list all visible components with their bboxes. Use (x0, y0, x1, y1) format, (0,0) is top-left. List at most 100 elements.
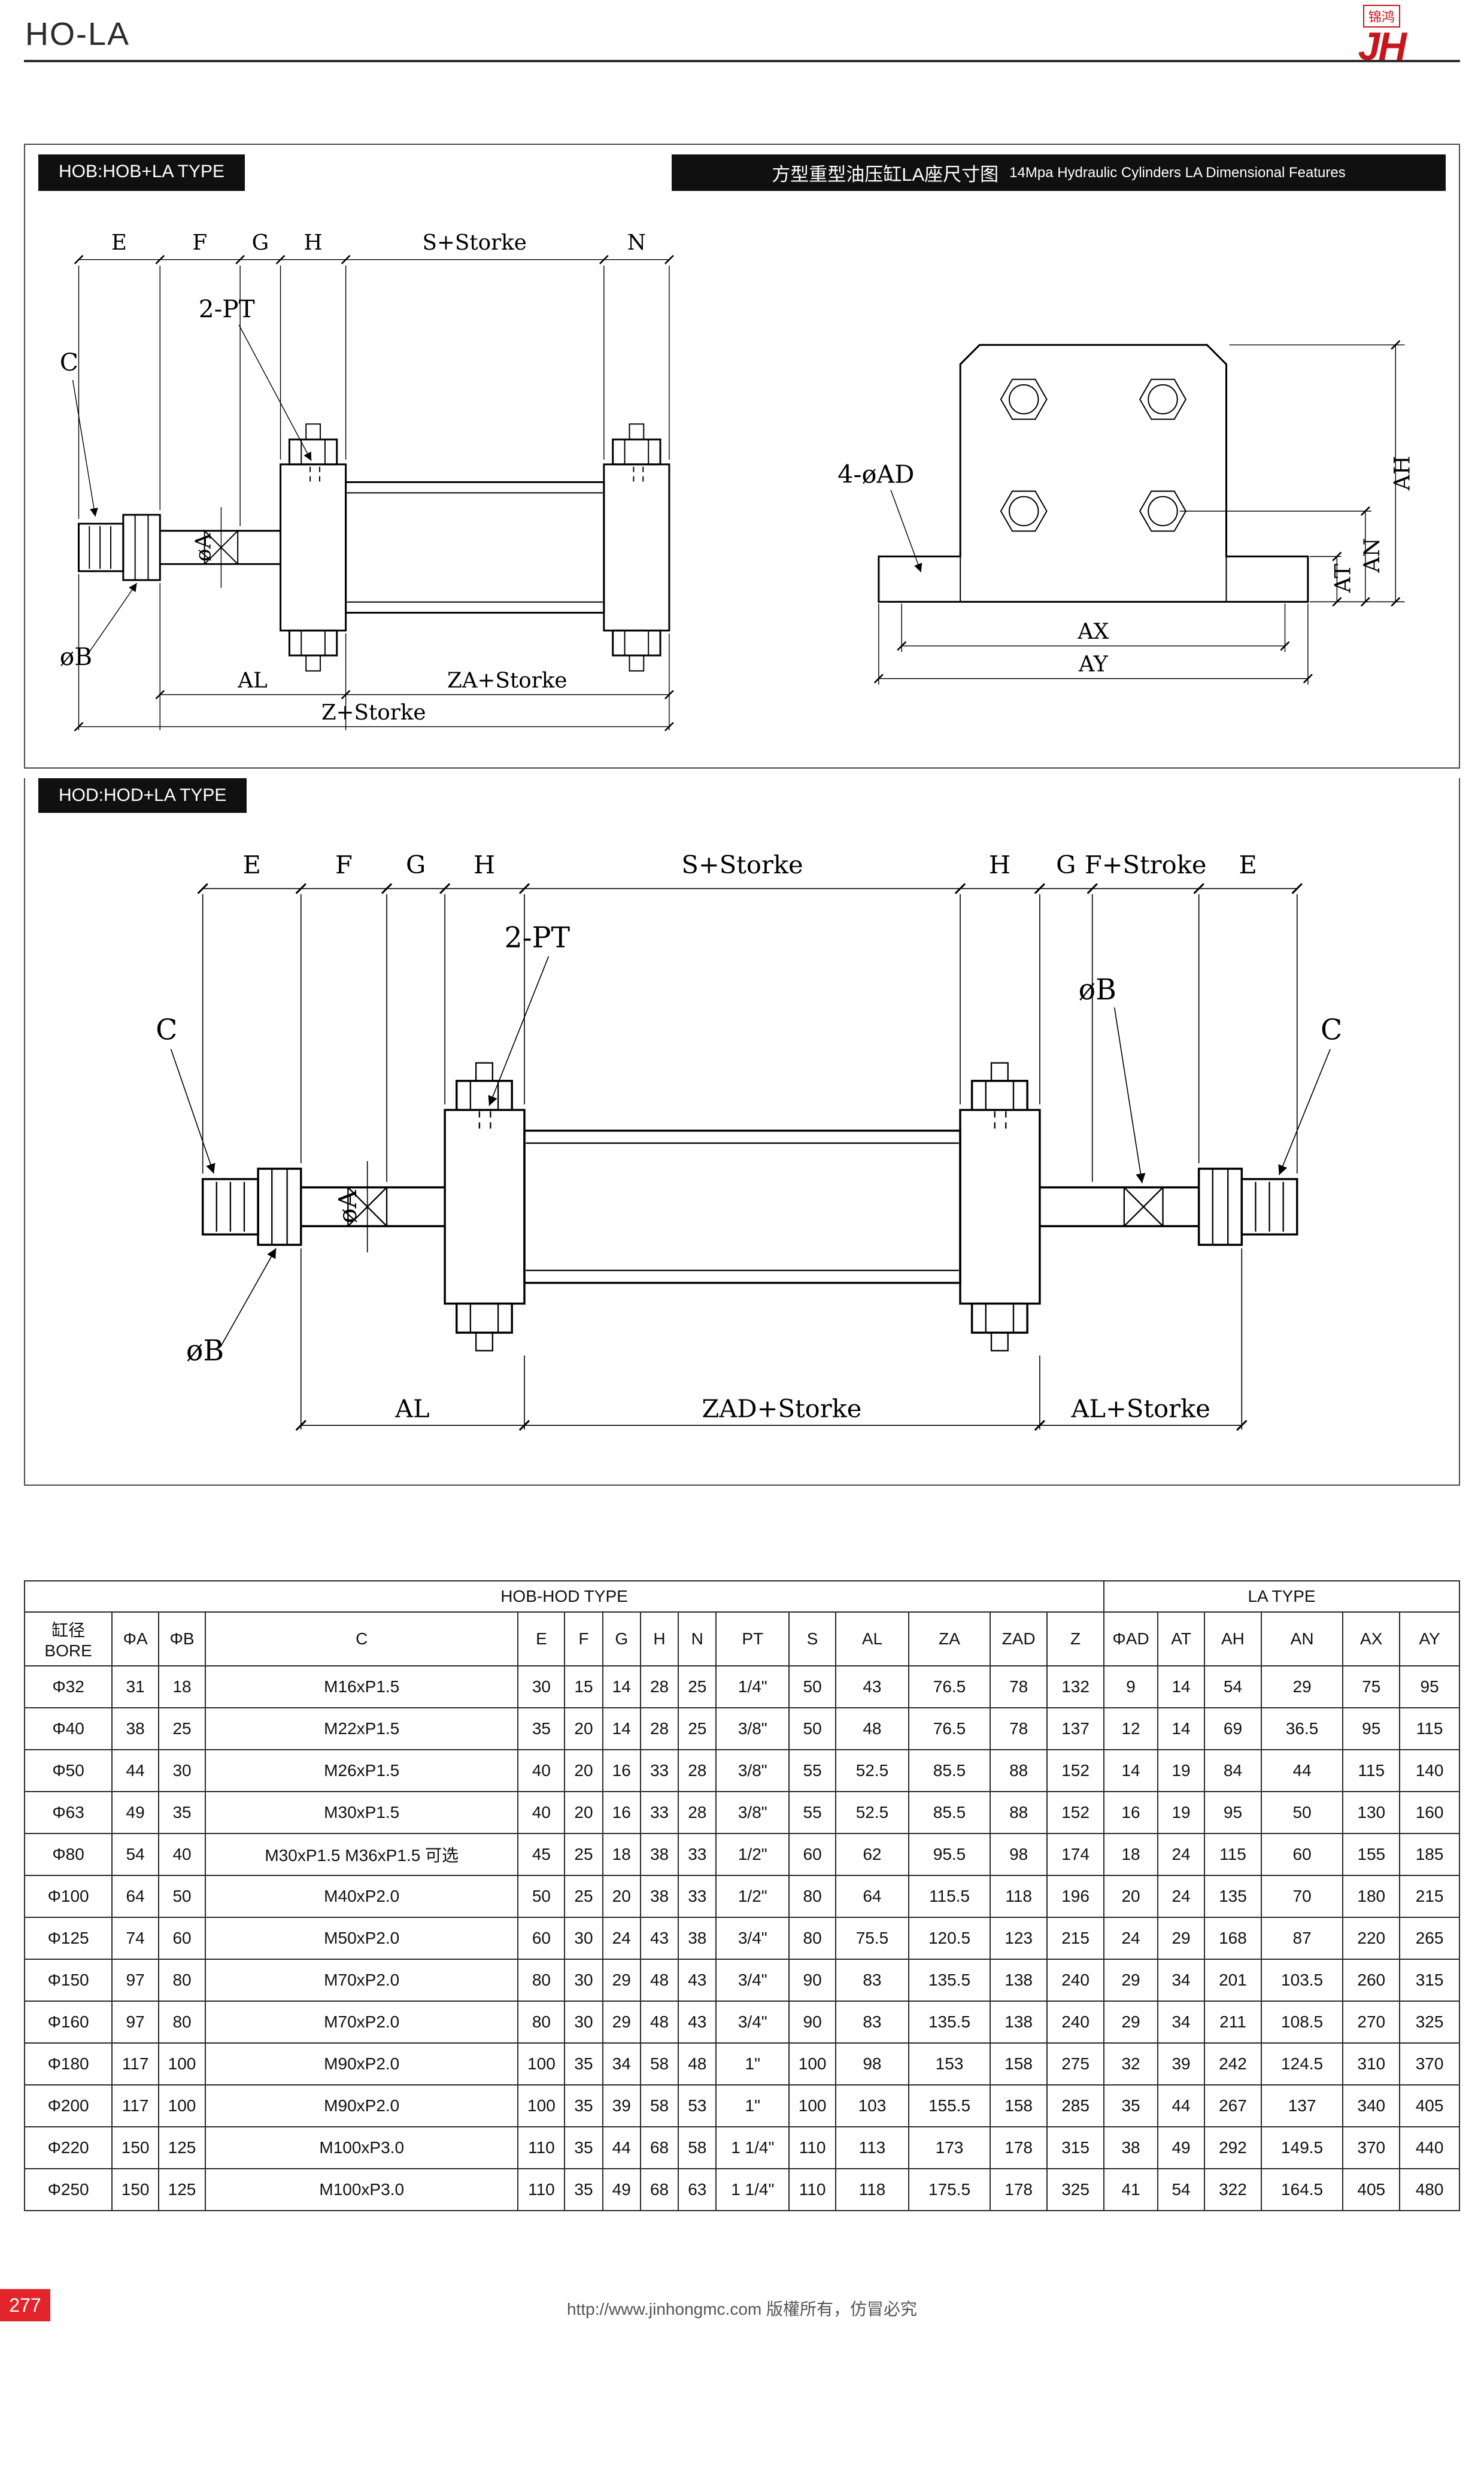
table-cell: 3/4" (715, 2001, 790, 2044)
table-cell: 14 (602, 1707, 641, 1750)
dim-label-z-storke: Z+Storke (321, 700, 426, 725)
table-cell: 38 (1103, 2126, 1159, 2169)
dim-label-al: AL (237, 669, 267, 693)
table-cell: 20 (564, 1749, 603, 1792)
table-cell: 310 (1342, 2042, 1401, 2086)
table-cell: 60 (788, 1833, 837, 1876)
table-cell: 315 (1046, 2126, 1104, 2169)
table-cell: 168 (1204, 1917, 1262, 1960)
table-cell: 15 (564, 1665, 603, 1708)
table-cell: 14 (1157, 1665, 1205, 1708)
dim-label-h-left: H (473, 850, 494, 879)
table-cell: M90xP2.0 (204, 2084, 519, 2127)
dim-label-g: G (252, 230, 269, 255)
column-header: ΦAD (1103, 1611, 1159, 1666)
table-cell: 25 (678, 1707, 717, 1750)
table-cell: 80 (158, 2001, 206, 2044)
table-cell: 35 (517, 1707, 566, 1750)
table-cell: 20 (564, 1707, 603, 1750)
dim-label-za-storke: ZA+Storke (447, 669, 567, 693)
table-cell: 158 (990, 2084, 1048, 2127)
table-cell: 118 (835, 2168, 909, 2211)
dim-label-f: F (192, 230, 207, 255)
table-cell: 18 (1103, 1833, 1159, 1876)
table-cell: 88 (990, 1791, 1048, 1834)
dia-a-label: øA (192, 533, 216, 561)
table-cell: 150 (111, 2168, 160, 2211)
table-cell: 135.5 (908, 2001, 991, 2044)
table-cell: 40 (158, 1833, 206, 1876)
dim-label-h: H (304, 230, 323, 255)
table-cell: 40 (517, 1749, 566, 1792)
dim-label-e: E (111, 230, 127, 255)
table-cell: 50 (517, 1875, 566, 1918)
column-header: ZA (908, 1611, 991, 1666)
dim-label-f-stroke: F+Stroke (1084, 850, 1206, 879)
table-cell: M16xP1.5 (204, 1665, 519, 1708)
table-cell: 33 (639, 1791, 679, 1834)
table-cell: 35 (564, 2042, 603, 2086)
table-cell: 267 (1204, 2084, 1262, 2127)
table-cell: 1/2" (715, 1875, 790, 1918)
table-cell: 100 (158, 2042, 206, 2086)
table-cell: 25 (564, 1875, 603, 1918)
table-cell: 68 (639, 2126, 679, 2169)
table-cell: 33 (678, 1875, 717, 1918)
column-header: G (602, 1611, 641, 1666)
table-cell: 196 (1046, 1875, 1104, 1918)
table-cell: M40xP2.0 (204, 1875, 519, 1918)
table-cell: 155 (1342, 1833, 1401, 1876)
table-cell: 39 (1157, 2042, 1205, 2086)
dim-label-an: AN (1359, 538, 1385, 573)
table-cell: 50 (158, 1875, 206, 1918)
table-cell: 20 (564, 1791, 603, 1834)
table-cell: 124.5 (1260, 2042, 1344, 2086)
table-cell: 75 (1342, 1665, 1401, 1708)
column-header: C (204, 1611, 519, 1666)
table-cell: 44 (602, 2126, 641, 2169)
table-cell: 30 (564, 1959, 603, 2002)
brand-logo-text: JH (1358, 24, 1407, 68)
table-cell: 45 (517, 1833, 566, 1876)
hob-title-bar: 方型重型油压缸LA座尺寸图 14Mpa Hydraulic Cylinders … (671, 154, 1446, 191)
table-cell: 175.5 (908, 2168, 991, 2211)
table-cell: 54 (1204, 1665, 1262, 1708)
table-cell: 62 (835, 1833, 909, 1876)
hod-side-view-drawing: E F G H S+Storke H G F+Stroke E 2-PT C C… (156, 850, 1342, 1431)
table-cell: 1/4" (715, 1665, 790, 1708)
table-cell: 80 (788, 1917, 837, 1960)
table-cell: 153 (908, 2042, 991, 2086)
copyright-text: http://www.jinhongmc.com 版權所有，仿冒必究 (566, 2300, 918, 2318)
table-cell: 48 (678, 2042, 717, 2086)
bore-cell: Φ200 (23, 2084, 113, 2127)
table-cell: 53 (678, 2084, 717, 2127)
table-cell: 38 (639, 1833, 679, 1876)
table-cell: 55 (788, 1749, 837, 1792)
page-number: 277 (0, 2289, 50, 2321)
table-cell: 315 (1399, 1959, 1460, 2002)
table-cell: 292 (1204, 2126, 1262, 2169)
table-cell: 58 (639, 2042, 679, 2086)
hod-type-tag: HOD:HOD+LA TYPE (38, 778, 247, 813)
table-cell: 140 (1399, 1749, 1460, 1792)
dim-label-al-storke: AL+Storke (1070, 1394, 1210, 1423)
table-cell: 3/8" (715, 1791, 790, 1834)
table-cell: M30xP1.5 (204, 1791, 519, 1834)
table-cell: 108.5 (1260, 2001, 1344, 2044)
table-cell: 35 (564, 2126, 603, 2169)
table-cell: 29 (1260, 1665, 1344, 1708)
table-cell: 117 (111, 2042, 160, 2086)
table-cell: 174 (1046, 1833, 1104, 1876)
page-header: HO-LA 锦鸿 JH (0, 0, 1484, 68)
table-cell: M26xP1.5 (204, 1749, 519, 1792)
table-cell: 80 (517, 1959, 566, 2002)
table-cell: 60 (158, 1917, 206, 1960)
